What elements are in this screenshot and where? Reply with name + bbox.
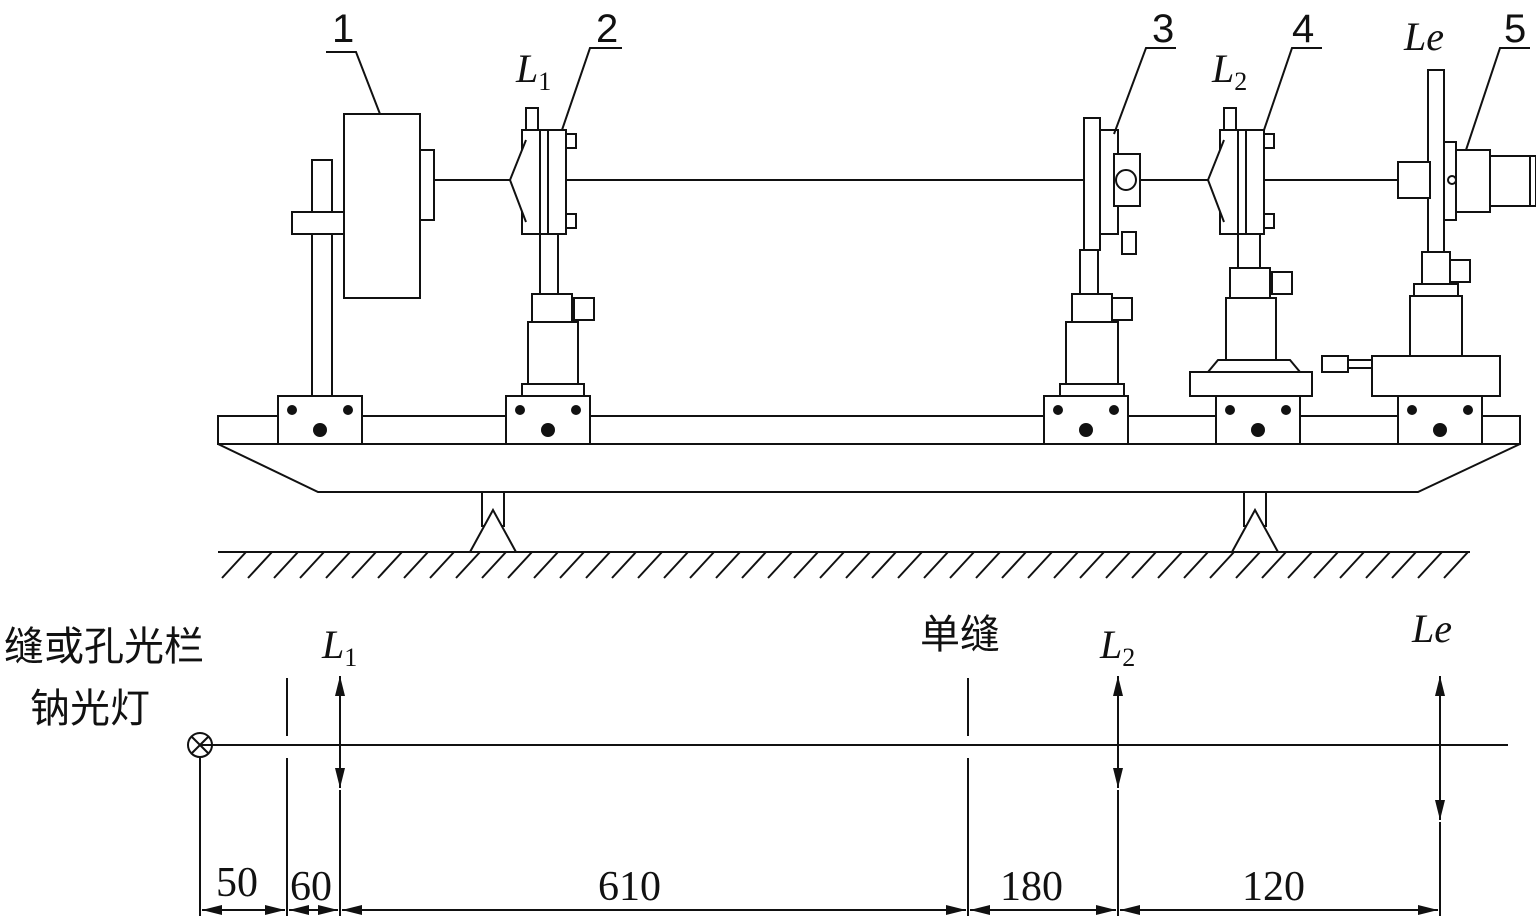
hatch-line <box>793 551 819 579</box>
hatch-line <box>273 551 299 579</box>
schematic-label-Le: Le <box>1411 606 1452 651</box>
sodium-lamp-assembly <box>291 113 435 397</box>
lens-L2-assembly <box>1189 107 1313 397</box>
hatch-line <box>611 551 637 579</box>
hatch-line <box>767 551 793 579</box>
leader-line-5 <box>1465 47 1530 151</box>
hatch-line <box>1001 551 1027 579</box>
dimension-value: 610 <box>598 864 661 910</box>
dimension-value: 120 <box>1242 864 1305 910</box>
hatch-line <box>1157 551 1183 579</box>
top-label-L1: L1 <box>515 46 551 96</box>
hatch-line <box>1131 551 1157 579</box>
top-label-Le: Le <box>1403 14 1444 59</box>
hatch-line <box>1391 551 1417 579</box>
hatch-line <box>1105 551 1131 579</box>
hatch-line <box>1443 551 1469 579</box>
hatch-line <box>1235 551 1261 579</box>
hatch-line <box>1027 551 1053 579</box>
hatch-line <box>741 551 767 579</box>
carrier-block <box>277 395 363 445</box>
hatch-line <box>377 551 403 579</box>
hatch-line <box>1183 551 1209 579</box>
layout-schematic: 50 60 610 180 120 缝或孔光栏 钠光灯 L1 单缝 L2 Le <box>4 606 1508 916</box>
hatch-line <box>325 551 351 579</box>
hatch-line <box>1287 551 1313 579</box>
hatch-line <box>663 551 689 579</box>
hatch-line <box>1417 551 1443 579</box>
ground-hatching <box>218 551 1470 579</box>
hatch-line <box>1313 551 1339 579</box>
carrier-block <box>1043 395 1129 445</box>
dimension-value: 180 <box>1000 864 1063 910</box>
hatch-line <box>1339 551 1365 579</box>
hatch-line <box>455 551 481 579</box>
hatch-line <box>1079 551 1105 579</box>
carrier-block <box>505 395 591 445</box>
hatch-line <box>403 551 429 579</box>
dimension-value: 50 <box>216 860 258 906</box>
hatch-line <box>221 551 247 579</box>
optical-bench-rail <box>217 415 1521 493</box>
hatch-line <box>429 551 455 579</box>
hatch-line <box>975 551 1001 579</box>
hatch-line <box>819 551 845 579</box>
hatch-line <box>923 551 949 579</box>
hatch-line <box>507 551 533 579</box>
lens-L1-assembly <box>508 107 595 397</box>
hatch-line <box>637 551 663 579</box>
hatch-line <box>1053 551 1079 579</box>
single-slit-label: 单缝 <box>920 612 1000 658</box>
carrier-block <box>1397 395 1483 445</box>
hatch-line <box>1261 551 1287 579</box>
sodium-lamp-label: 钠光灯 <box>30 686 150 732</box>
leader-line-1 <box>326 51 381 115</box>
hatch-line <box>949 551 975 579</box>
component-label-5: 5 <box>1504 7 1526 51</box>
eyepiece-micrometer-assembly <box>1321 69 1536 397</box>
dimension-value: 60 <box>290 864 332 910</box>
aperture-stop-label: 缝或孔光栏 <box>4 624 204 670</box>
hatch-line <box>897 551 923 579</box>
hatch-line <box>299 551 325 579</box>
component-label-3: 3 <box>1152 7 1174 51</box>
hatch-line <box>871 551 897 579</box>
hatch-line <box>481 551 507 579</box>
hatch-line <box>845 551 871 579</box>
schematic-label-L2: L2 <box>1099 622 1135 672</box>
hatch-line <box>559 551 585 579</box>
hatch-line <box>1209 551 1235 579</box>
component-label-1: 1 <box>332 7 354 51</box>
component-label-2: 2 <box>596 7 618 51</box>
hatch-line <box>585 551 611 579</box>
hatch-line <box>247 551 273 579</box>
component-label-4: 4 <box>1292 7 1314 51</box>
hatch-line <box>533 551 559 579</box>
schematic-label-L1: L1 <box>321 622 357 672</box>
hatch-line <box>689 551 715 579</box>
leader-line-2 <box>561 47 622 131</box>
hatch-line <box>1365 551 1391 579</box>
single-slit-assembly <box>1059 117 1141 397</box>
apparatus-drawing: 1 2 3 4 5 L1 L2 Le <box>217 7 1536 579</box>
carrier-block <box>1215 395 1301 445</box>
leader-line-3 <box>1113 47 1176 135</box>
top-label-L2: L2 <box>1211 46 1247 96</box>
hatch-line <box>351 551 377 579</box>
bench-support-left <box>468 491 518 553</box>
bench-support-right <box>1230 491 1280 553</box>
hatch-line <box>715 551 741 579</box>
leader-line-4 <box>1263 47 1322 131</box>
